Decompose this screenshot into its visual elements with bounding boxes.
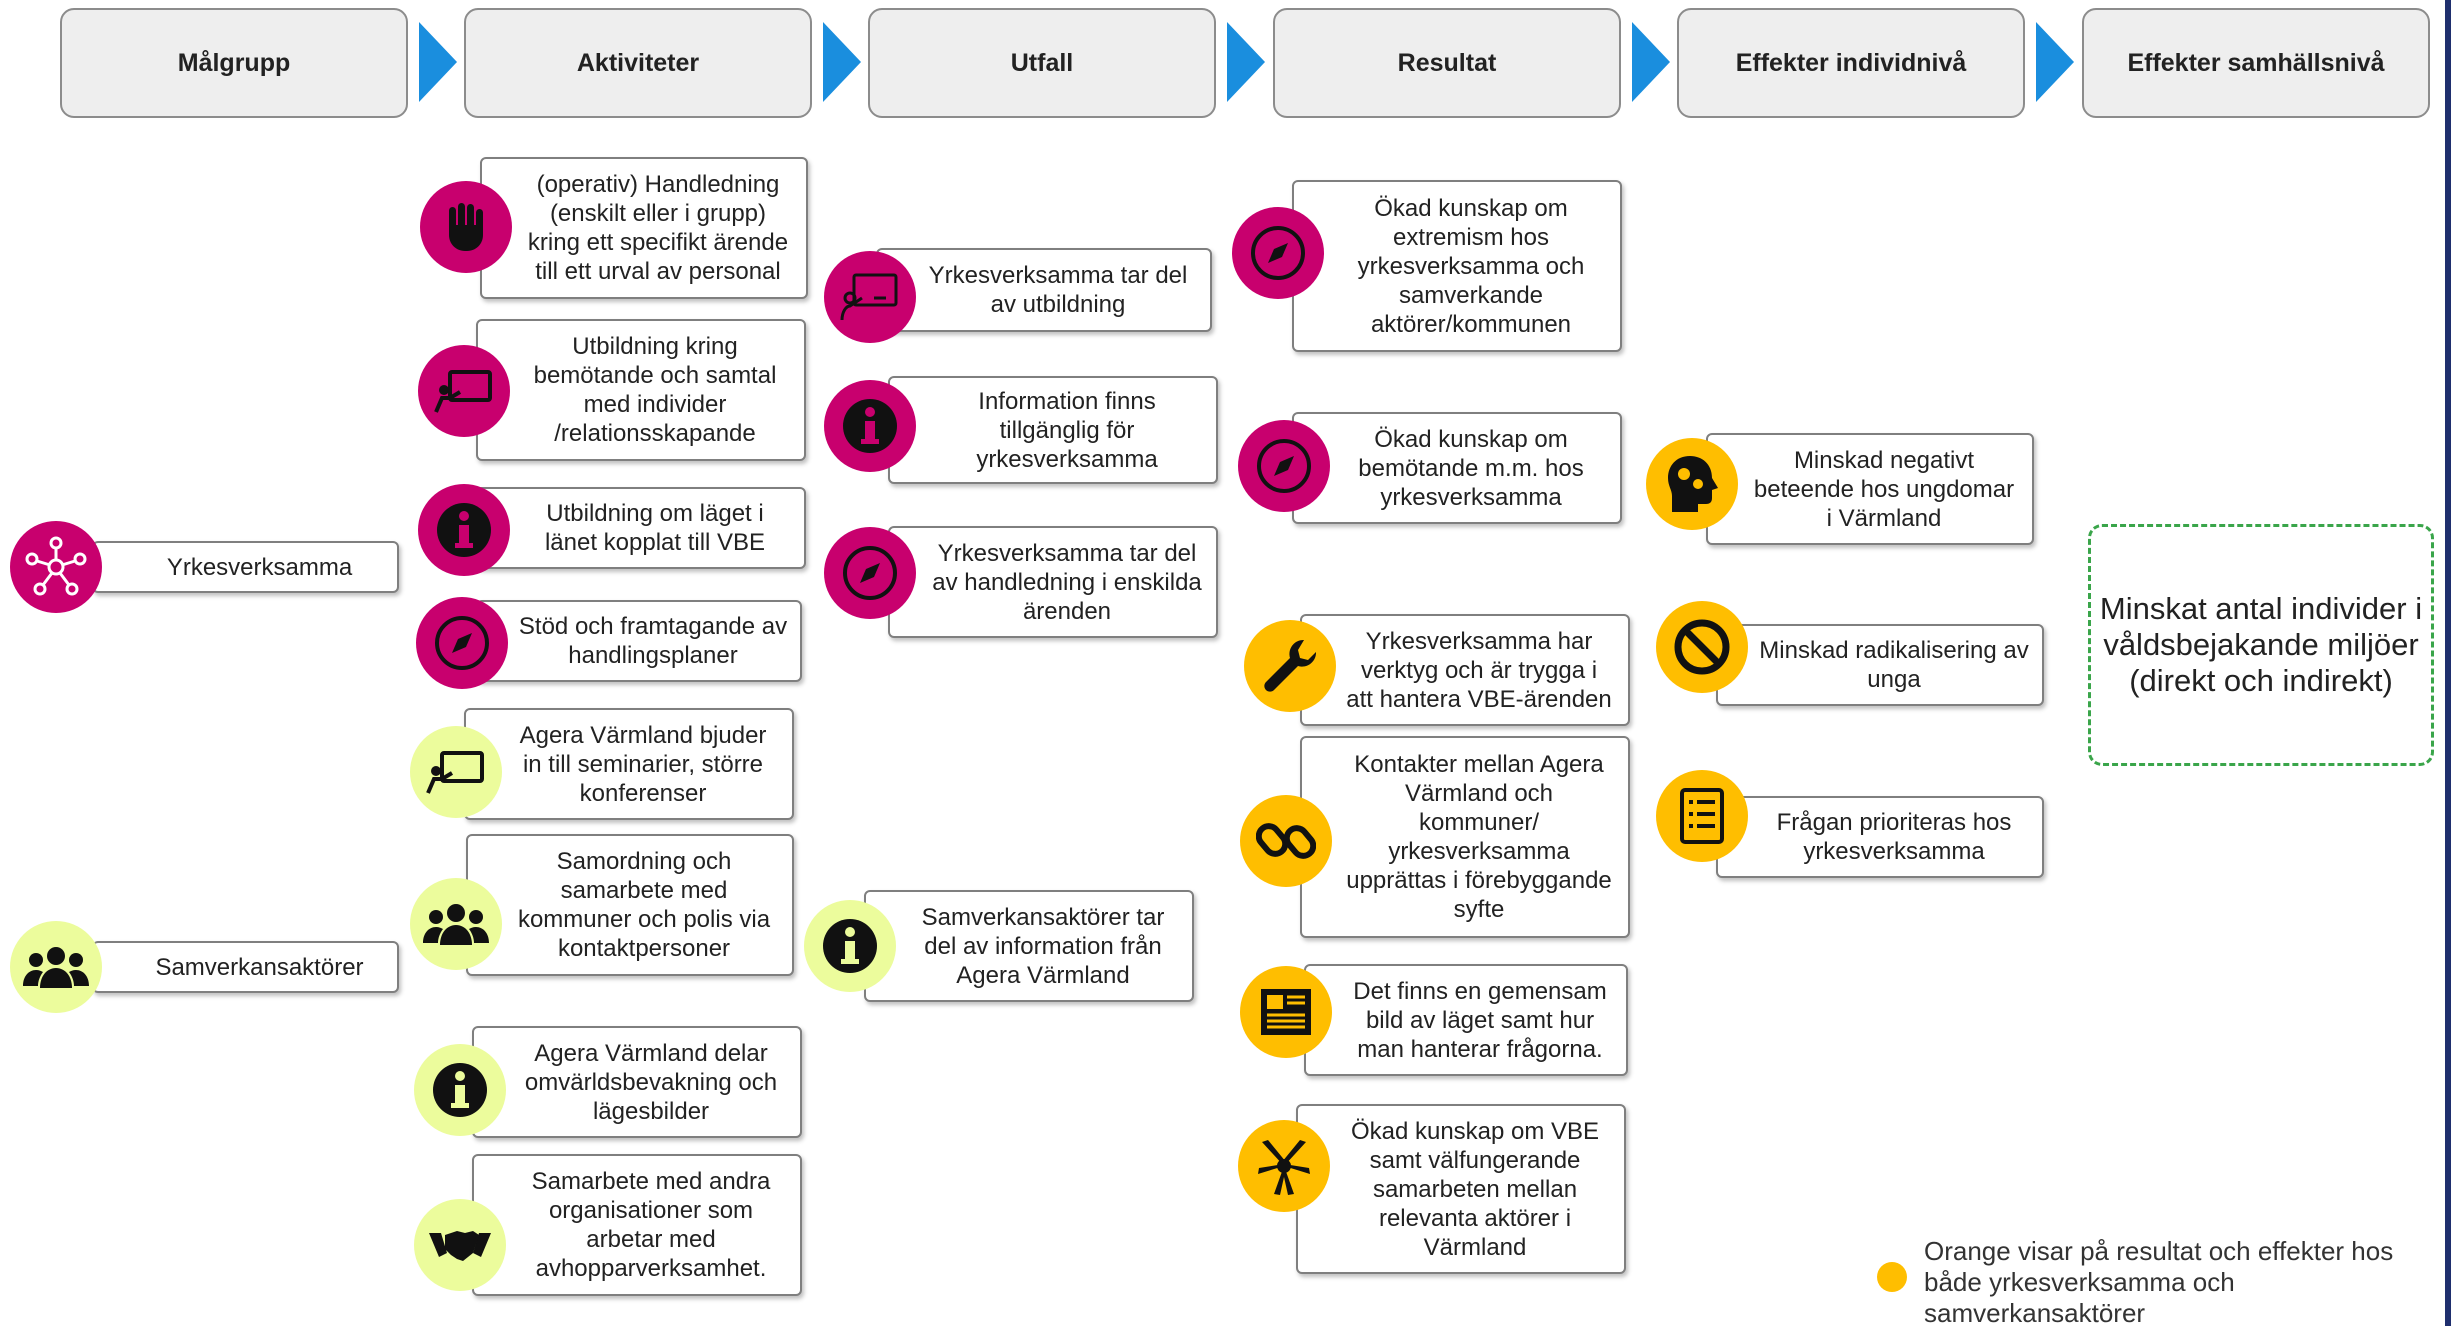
hand-icon bbox=[420, 181, 512, 273]
aktivitet-box-utbildning-bemotande: Utbildning kring bemötande och samtal me… bbox=[476, 319, 806, 461]
compass-icon bbox=[416, 597, 508, 689]
info-icon bbox=[418, 484, 510, 576]
resultat-box-kunskap-vbe: Ökad kunskap om VBE samt välfungerande s… bbox=[1296, 1104, 1626, 1274]
presentation-icon bbox=[418, 345, 510, 437]
info-icon bbox=[804, 900, 896, 992]
resultat-box-verktyg: Yrkesverksamma har verktyg och är trygga… bbox=[1300, 614, 1630, 726]
header-malgrupp: Målgrupp bbox=[60, 8, 408, 118]
info-icon bbox=[824, 380, 916, 472]
people-group-icon bbox=[410, 878, 502, 970]
header-aktiviteter: Aktiviteter bbox=[464, 8, 812, 118]
handshake-icon bbox=[414, 1199, 506, 1291]
teacher-icon bbox=[824, 251, 916, 343]
chevron-arrow-icon bbox=[1227, 22, 1265, 102]
checklist-icon bbox=[1656, 770, 1748, 862]
head-gears-icon bbox=[1646, 438, 1738, 530]
aktivitet-box-utbildning-laget: Utbildning om läget i länet kopplat till… bbox=[476, 487, 806, 569]
resultat-box-extremism: Ökad kunskap om extremism hos yrkesverks… bbox=[1292, 180, 1622, 352]
newspaper-icon bbox=[1240, 966, 1332, 1058]
info-icon bbox=[414, 1044, 506, 1136]
presentation-icon bbox=[410, 726, 502, 818]
samhalle-box-minskat-antal: Minskat antal individer i våldsbejakande… bbox=[2088, 524, 2434, 766]
resultat-box-gemensam-bild: Det finns en gemensam bild av läget samt… bbox=[1304, 964, 1628, 1076]
resultat-box-bemotande: Ökad kunskap om bemötande m.m. hos yrkes… bbox=[1292, 412, 1622, 524]
link-icon bbox=[1240, 795, 1332, 887]
header-effekter-individniva: Effekter individnivå bbox=[1677, 8, 2025, 118]
aktivitet-box-avhopparverksamhet: Samarbete med andra organisationer som a… bbox=[472, 1154, 802, 1296]
slide-edge-bar bbox=[2445, 0, 2451, 1326]
malgrupp-box-yrkesverksamma: Yrkesverksamma bbox=[92, 541, 399, 593]
compass-icon bbox=[824, 527, 916, 619]
aktivitet-box-handlingsplaner: Stöd och framtagande av handlingsplaner bbox=[476, 600, 802, 682]
compass-icon bbox=[1232, 207, 1324, 299]
aktivitet-box-omvarldsbevakning: Agera Värmland delar omvärldsbevakning o… bbox=[472, 1026, 802, 1138]
chevron-arrow-icon bbox=[2036, 22, 2074, 102]
header-resultat: Resultat bbox=[1273, 8, 1621, 118]
hands-together-icon bbox=[1238, 1120, 1330, 1212]
header-effekter-samhallsniva: Effekter samhällsnivå bbox=[2082, 8, 2430, 118]
wrench-icon bbox=[1244, 620, 1336, 712]
utfall-box-utbildning: Yrkesverksamma tar del av utbildning bbox=[876, 248, 1212, 332]
people-group-icon bbox=[10, 921, 102, 1013]
individ-box-beteende: Minskad negativt beteende hos ungdomar i… bbox=[1706, 433, 2034, 545]
individ-box-prioriteras: Frågan prioriteras hos yrkesverksamma bbox=[1716, 796, 2044, 878]
chevron-arrow-icon bbox=[823, 22, 861, 102]
chevron-arrow-icon bbox=[419, 22, 457, 102]
network-icon bbox=[10, 521, 102, 613]
utfall-box-handledning: Yrkesverksamma tar del av handledning i … bbox=[888, 526, 1218, 638]
aktivitet-box-samordning: Samordning och samarbete med kommuner oc… bbox=[466, 834, 794, 976]
legend-orange-dot bbox=[1877, 1262, 1907, 1292]
utfall-box-information: Information finns tillgänglig för yrkesv… bbox=[888, 376, 1218, 484]
compass-icon bbox=[1238, 420, 1330, 512]
prohibited-icon bbox=[1656, 601, 1748, 693]
resultat-box-kontakter: Kontakter mellan Agera Värmland och komm… bbox=[1300, 736, 1630, 938]
aktivitet-box-handledning: (operativ) Handledning (enskilt eller i … bbox=[480, 157, 808, 299]
aktivitet-box-seminarier: Agera Värmland bjuder in till seminarier… bbox=[464, 708, 794, 820]
utfall-box-samverkansaktorer: Samverkansaktörer tar del av information… bbox=[864, 890, 1194, 1002]
chevron-arrow-icon bbox=[1632, 22, 1670, 102]
individ-box-radikalisering: Minskad radikalisering av unga bbox=[1716, 624, 2044, 706]
legend-text: Orange visar på resultat och effekter ho… bbox=[1924, 1236, 2394, 1328]
header-utfall: Utfall bbox=[868, 8, 1216, 118]
malgrupp-box-samverkansaktorer: Samverkansaktörer bbox=[92, 941, 399, 993]
